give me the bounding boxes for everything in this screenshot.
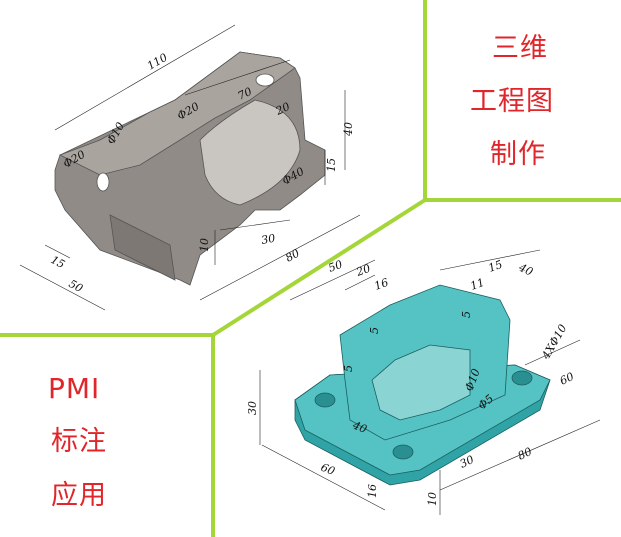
part1-bracket <box>54 51 326 286</box>
dim-50: 50 <box>67 277 85 295</box>
dim2-80: 80 <box>516 445 534 463</box>
label-application: 应用 <box>51 480 107 511</box>
dim2-40a: 40 <box>516 261 535 279</box>
part2-hole-left-back <box>314 392 336 408</box>
dim-70: 70 <box>236 85 254 103</box>
dim-15b: 15 <box>49 253 67 271</box>
part2-dimension-lines <box>259 249 601 515</box>
dim2-30a: 30 <box>246 401 259 415</box>
dim2-50: 50 <box>327 258 345 275</box>
label-annotation: 标注 <box>51 426 107 457</box>
part1-lug-hole <box>96 172 110 192</box>
dim-15a: 15 <box>325 158 338 172</box>
dim2-40b: 40 <box>350 418 369 436</box>
part2-hole-left-front <box>392 444 414 460</box>
dim-80: 80 <box>283 247 301 265</box>
label-make: 制作 <box>490 139 546 170</box>
dim-40: 40 <box>342 122 355 137</box>
dim2-60a: 60 <box>558 370 576 388</box>
dim-10: 10 <box>198 238 211 252</box>
dim2-15: 15 <box>487 258 505 275</box>
dim2-5a: 5 <box>368 327 381 334</box>
dim2-holes: 4XΦ10 <box>539 322 570 362</box>
part2-upright-inner <box>371 344 471 421</box>
dim2-11: 11 <box>469 276 487 293</box>
dim2-20: 20 <box>354 262 373 279</box>
part1-bore <box>199 99 301 206</box>
dim-20a: 20 <box>273 100 292 118</box>
dim2-5b: 5 <box>460 311 473 318</box>
part1-front-slot <box>109 214 176 281</box>
dim2-30b: 30 <box>458 453 476 471</box>
part1-top-face <box>59 51 296 176</box>
part1-dimension-lines <box>19 24 361 311</box>
dim-30: 30 <box>260 232 276 247</box>
part2-bracket <box>294 284 551 486</box>
dim2-60b: 60 <box>319 461 337 478</box>
label-3d: 三维 <box>492 33 548 64</box>
dim2-16: 16 <box>373 276 391 293</box>
dim2-5c: 5 <box>342 365 355 372</box>
dim2-16b: 16 <box>366 484 379 498</box>
part2-hole-right-back <box>511 370 533 386</box>
part1-top-hole <box>255 73 275 87</box>
label-engineering-drawing: 工程图 <box>470 86 554 117</box>
dim2-10: 10 <box>426 492 439 506</box>
dim-110: 110 <box>145 51 170 73</box>
part1-dimension-labels: 110 70 20 40 Φ10 Φ20 Φ20 15 Φ40 10 30 80… <box>49 51 355 295</box>
label-pmi: PMI <box>48 372 101 405</box>
